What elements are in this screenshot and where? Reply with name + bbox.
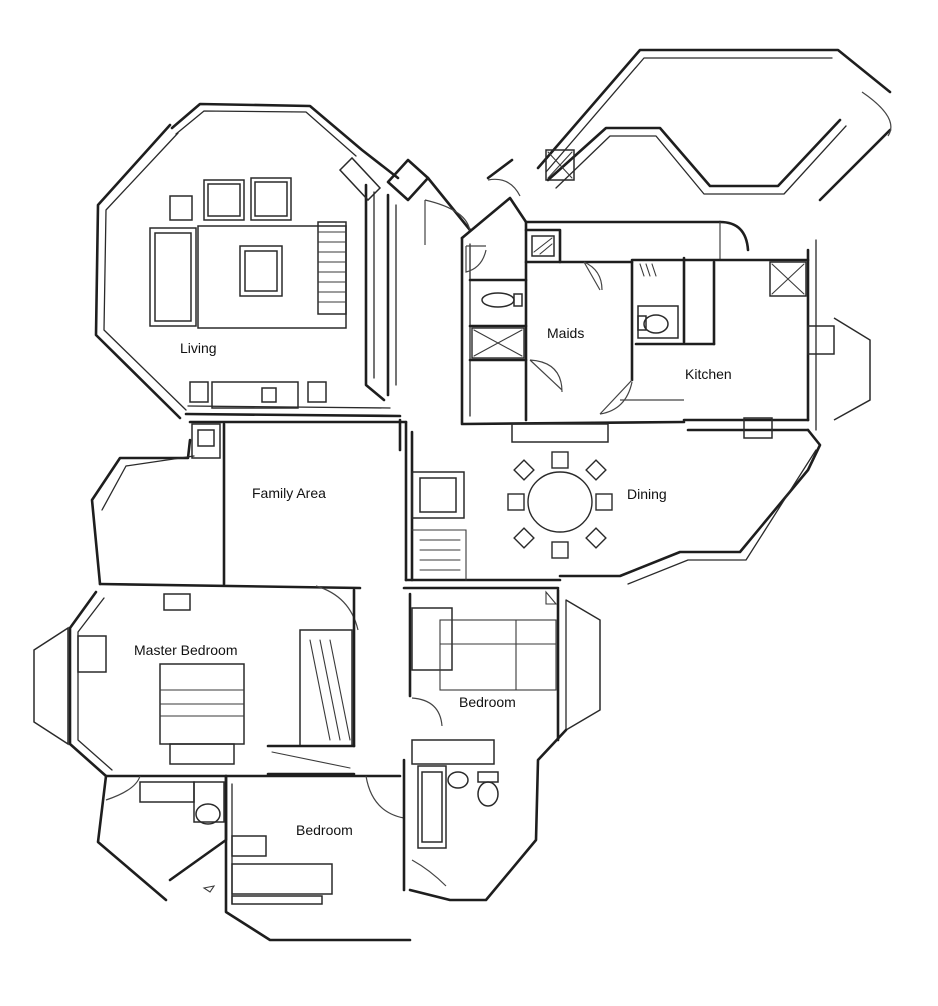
room-label-dining: Dining [627, 486, 667, 502]
upper-porch-walls [536, 48, 892, 202]
bathroom-fixtures [408, 728, 568, 902]
maids-quarters-walls [460, 196, 686, 426]
master-bath-walls [96, 774, 228, 902]
south-bedroom-walls [224, 758, 412, 942]
room-label-family-area: Family Area [252, 485, 326, 501]
dining-walls [404, 420, 822, 585]
entry-walls [386, 158, 521, 245]
dining-table [507, 451, 613, 559]
kitchen-walls [524, 220, 871, 439]
room-label-living: Living [180, 340, 217, 356]
living-room-walls [94, 102, 402, 420]
family-area-walls [90, 418, 408, 590]
room-label-kitchen: Kitchen [685, 366, 732, 382]
room-label-bedroom-south: Bedroom [296, 822, 353, 838]
room-label-maids: Maids [547, 325, 585, 341]
room-label-master-bedroom: Master Bedroom [134, 642, 238, 658]
room-label-bedroom-east: Bedroom [459, 694, 516, 710]
master-bedroom-walls [33, 585, 359, 778]
living-room-furniture [149, 156, 382, 409]
east-bedroom-walls [402, 586, 601, 742]
